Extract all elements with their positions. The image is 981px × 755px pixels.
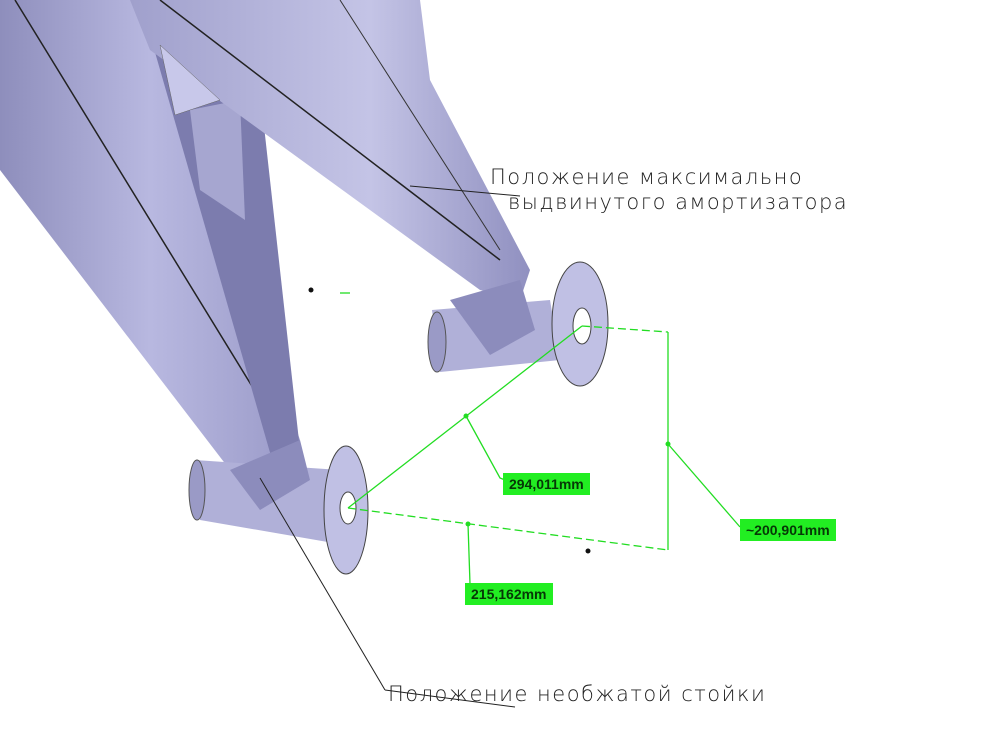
dimension-diagonal[interactable]: 294,011mm [503,473,590,495]
right-strut-tube [130,0,530,300]
lower-bushing [188,440,369,575]
leader-lines [259,185,521,708]
uncompressed-strut-note: Положение необжатой стойки [388,682,767,706]
extended-shock-note-line2: выдвинутого амортизатора [508,190,849,214]
upper-bushing [427,261,609,387]
extended-shock-note-line1: Положение максимально [490,165,804,189]
dimension-horizontal[interactable]: 215,162mm [465,583,553,605]
dimension-vertical[interactable]: ~200,901mm [740,519,836,541]
